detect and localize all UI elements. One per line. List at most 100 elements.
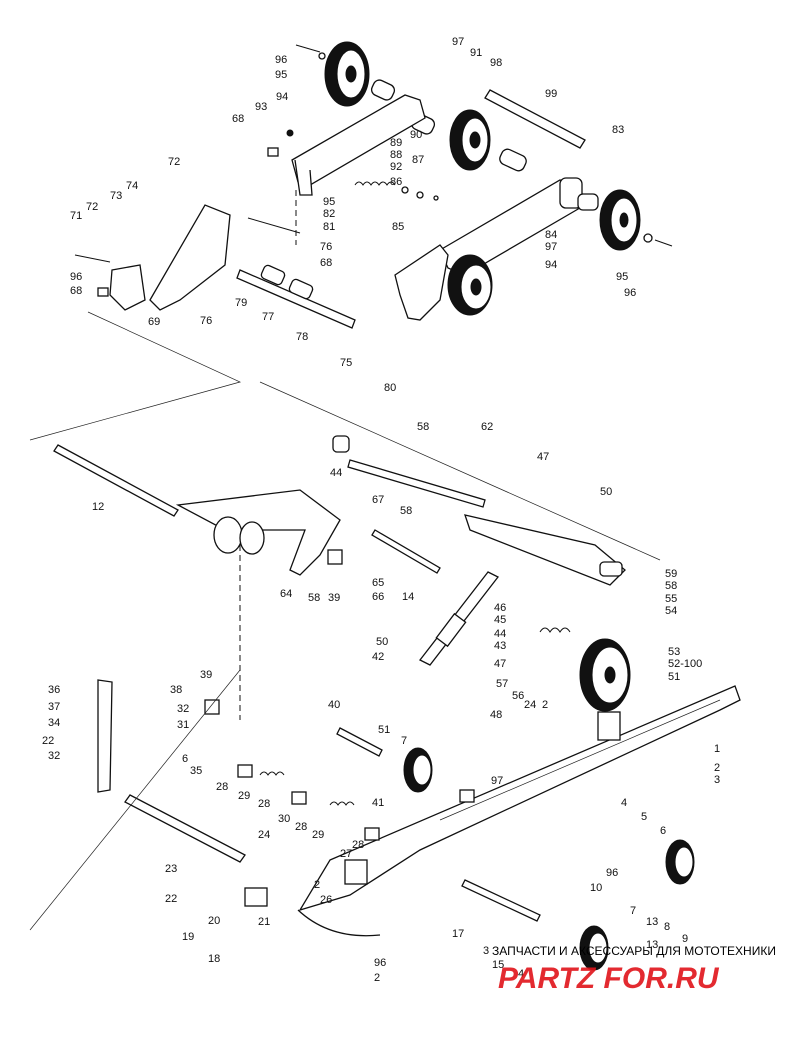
callout: 93	[255, 101, 267, 113]
callout: 97	[545, 241, 557, 253]
callout: 68	[70, 285, 82, 297]
idler-wheel-top-right	[449, 109, 491, 171]
callout: 20	[208, 915, 220, 927]
callout: 32	[177, 703, 189, 715]
callout: 68	[320, 257, 332, 269]
idler-wheel-top-left	[324, 41, 370, 107]
callout: 77	[262, 311, 274, 323]
callout: 89	[390, 137, 402, 149]
callout: 56	[512, 690, 524, 702]
callout: 94	[545, 259, 557, 271]
callout: 6	[182, 753, 188, 765]
callout: 87	[412, 154, 424, 166]
callout: 2	[714, 762, 720, 774]
callout: 76	[320, 241, 332, 253]
callout: 82	[323, 208, 335, 220]
callout: 30	[278, 813, 290, 825]
callout: 79	[235, 297, 247, 309]
callout: 14	[402, 591, 414, 603]
callout: 21	[258, 916, 270, 928]
callout: 55	[665, 593, 677, 605]
brand-logo-text: PARTZ FOR.RU	[498, 962, 720, 995]
callout: 46	[494, 602, 506, 614]
callout: 54	[665, 605, 677, 617]
lower-assembly	[29, 435, 741, 971]
bogie-wheel-bottom	[579, 925, 609, 971]
callout: 47	[494, 658, 506, 670]
callout: 69	[148, 316, 160, 328]
bogie-wheel-7	[403, 747, 433, 793]
callout: 28	[295, 821, 307, 833]
callout: 4	[518, 968, 524, 980]
callout: 17	[452, 928, 464, 940]
callout: 72	[168, 156, 180, 168]
callout: 96	[606, 867, 618, 879]
callout: 12	[92, 501, 104, 513]
callout: 29	[312, 829, 324, 841]
bogie-wheel-53	[579, 638, 631, 712]
callout: 97	[452, 36, 464, 48]
callout: 39	[328, 592, 340, 604]
callout: 78	[296, 331, 308, 343]
callout: 71	[70, 210, 82, 222]
callout: 8	[664, 921, 670, 933]
callout: 58	[665, 580, 677, 592]
callout: 80	[384, 382, 396, 394]
callout: 95	[323, 196, 335, 208]
callout: 95	[275, 69, 287, 81]
callout: 13	[646, 916, 658, 928]
callout: 3	[483, 945, 489, 957]
callout: 32	[48, 750, 60, 762]
callout: 94	[276, 91, 288, 103]
callout: 43	[494, 640, 506, 652]
callout: 44	[494, 628, 506, 640]
callout: 85	[392, 221, 404, 233]
callout: 26	[320, 894, 332, 906]
callout: 23	[165, 863, 177, 875]
callout: 18	[208, 953, 220, 965]
callout: 38	[170, 684, 182, 696]
callout: 86	[390, 176, 402, 188]
callout: 22	[42, 735, 54, 747]
callout: 41	[372, 797, 384, 809]
callout: 28	[352, 839, 364, 851]
callout: 50	[376, 636, 388, 648]
callout: 27	[340, 848, 352, 860]
callout: 98	[490, 57, 502, 69]
callout: 3	[714, 774, 720, 786]
callout: 81	[323, 221, 335, 233]
callout: 52-100	[668, 658, 702, 670]
callout: 90	[410, 129, 422, 141]
callout: 58	[417, 421, 429, 433]
callout: 34	[48, 717, 60, 729]
callout: 59	[665, 568, 677, 580]
callout: 68	[232, 113, 244, 125]
bogie-wheel-right	[665, 839, 695, 885]
callout: 96	[374, 957, 386, 969]
callout: 76	[200, 315, 212, 327]
callout: 75	[340, 357, 352, 369]
idler-wheel-right	[599, 189, 641, 251]
callout: 95	[616, 271, 628, 283]
upper-assembly	[74, 41, 673, 329]
callout: 7	[401, 735, 407, 747]
callout: 36	[48, 684, 60, 696]
callout: 15	[492, 959, 504, 971]
callout: 58	[308, 592, 320, 604]
watermark-text: ЗАПЧАСТИ И АКСЕССУАРЫ ДЛЯ МОТОТЕХНИКИ	[492, 944, 776, 958]
callout: 22	[165, 893, 177, 905]
callout: 2	[374, 972, 380, 984]
callout: 73	[110, 190, 122, 202]
callout: 5	[641, 811, 647, 823]
callout: 97	[491, 775, 503, 787]
callout: 62	[481, 421, 493, 433]
callout: 45	[494, 614, 506, 626]
callout: 24	[258, 829, 270, 841]
callout: 74	[126, 180, 138, 192]
callout: 65	[372, 577, 384, 589]
callout: 10	[590, 882, 602, 894]
callout: 13	[646, 939, 658, 951]
callout: 92	[390, 161, 402, 173]
